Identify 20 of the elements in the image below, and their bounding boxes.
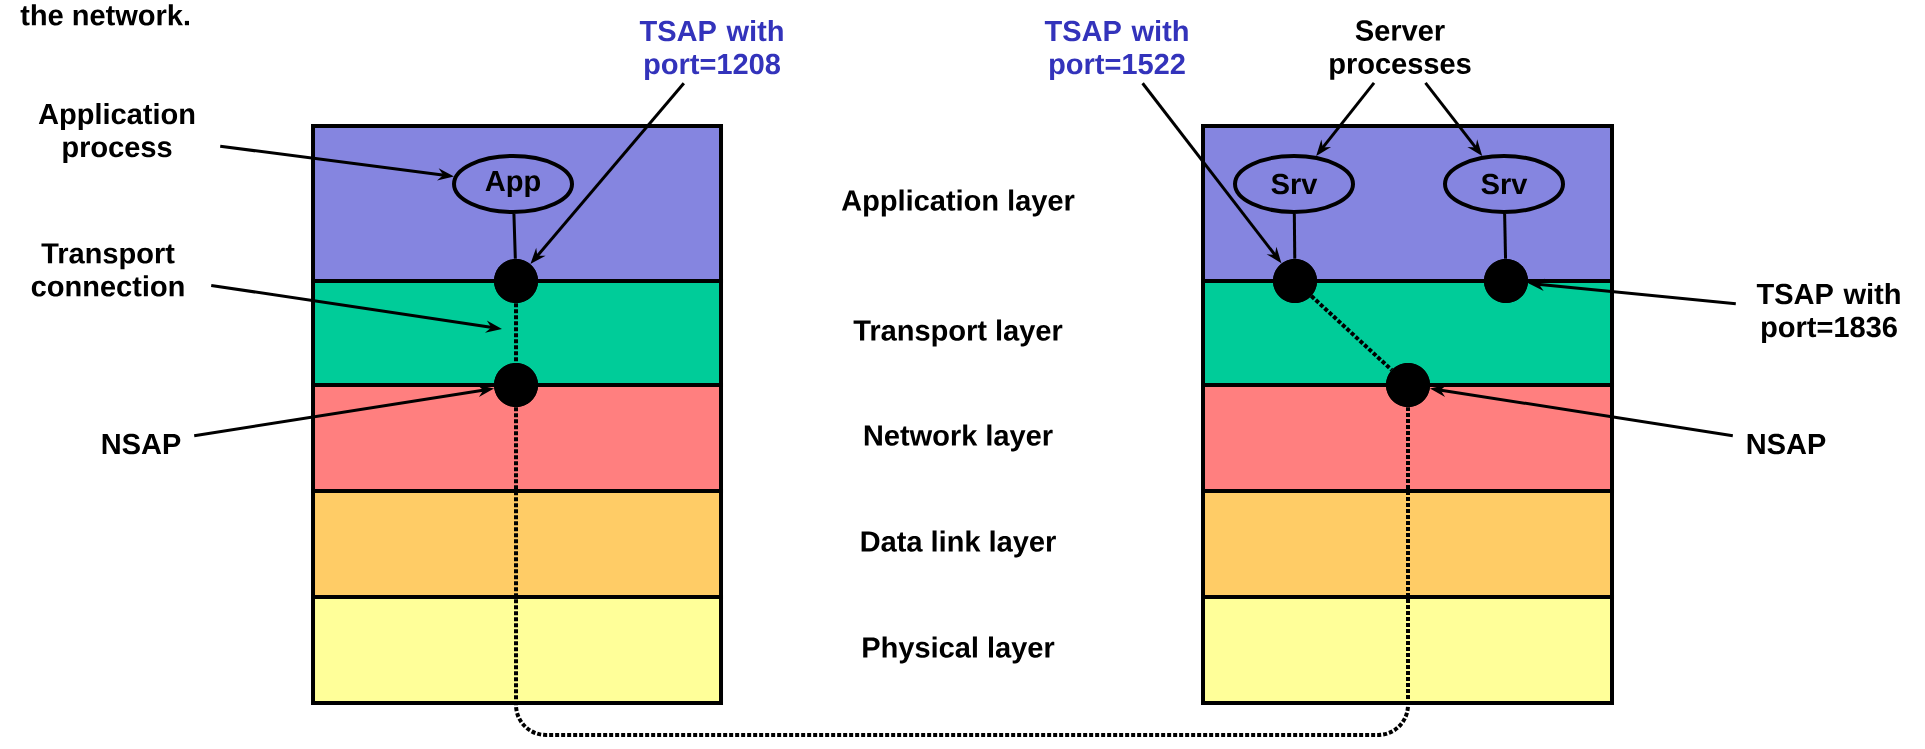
dotted-line (514, 303, 518, 363)
callout-label: TSAP with port=1522 (1044, 20, 1188, 80)
callout-label: NSAP (1747, 433, 1826, 455)
callout-label: Application process (38, 103, 195, 163)
title: the network. (20, 4, 189, 26)
callout-label: NSAP (102, 433, 181, 455)
dotted-line (514, 407, 1410, 737)
connector-line (1292, 213, 1297, 259)
layer-label: Data link layer (861, 530, 1056, 558)
layer-label: Network layer (864, 424, 1053, 452)
connector-line (512, 213, 517, 259)
layer-label: Physical layer (863, 636, 1055, 664)
connector-line (1503, 213, 1508, 259)
callout-label: Server processes (1330, 20, 1471, 80)
callout-label: TSAP with port=1836 (1756, 283, 1900, 343)
callout-label: TSAP with port=1208 (639, 20, 783, 80)
layer-label: Application layer (841, 189, 1075, 217)
layer-label: Transport layer (853, 319, 1063, 347)
dotted-line (1310, 294, 1394, 372)
callout-label: Transport connection (31, 243, 184, 297)
